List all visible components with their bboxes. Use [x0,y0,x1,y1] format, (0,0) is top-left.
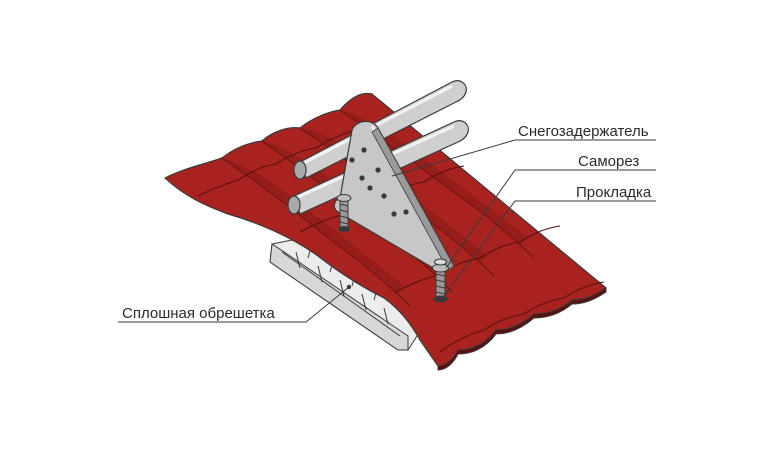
snow-guard-pipe-upper [293,80,467,180]
label-screw: Саморез [578,153,639,170]
gasket-right [433,295,448,303]
screw-left [336,194,352,232]
label-continuous-sheathing: Сплошная обрешетка [122,305,275,322]
callout-leaders [118,139,656,323]
label-gasket: Прокладка [576,184,652,201]
label-snow-guard: Снегозадержатель [518,123,649,140]
gasket-left [338,226,350,232]
snow-guard-assembly [287,80,469,303]
snow-guard-bracket [333,120,455,273]
screw-right [432,258,449,303]
